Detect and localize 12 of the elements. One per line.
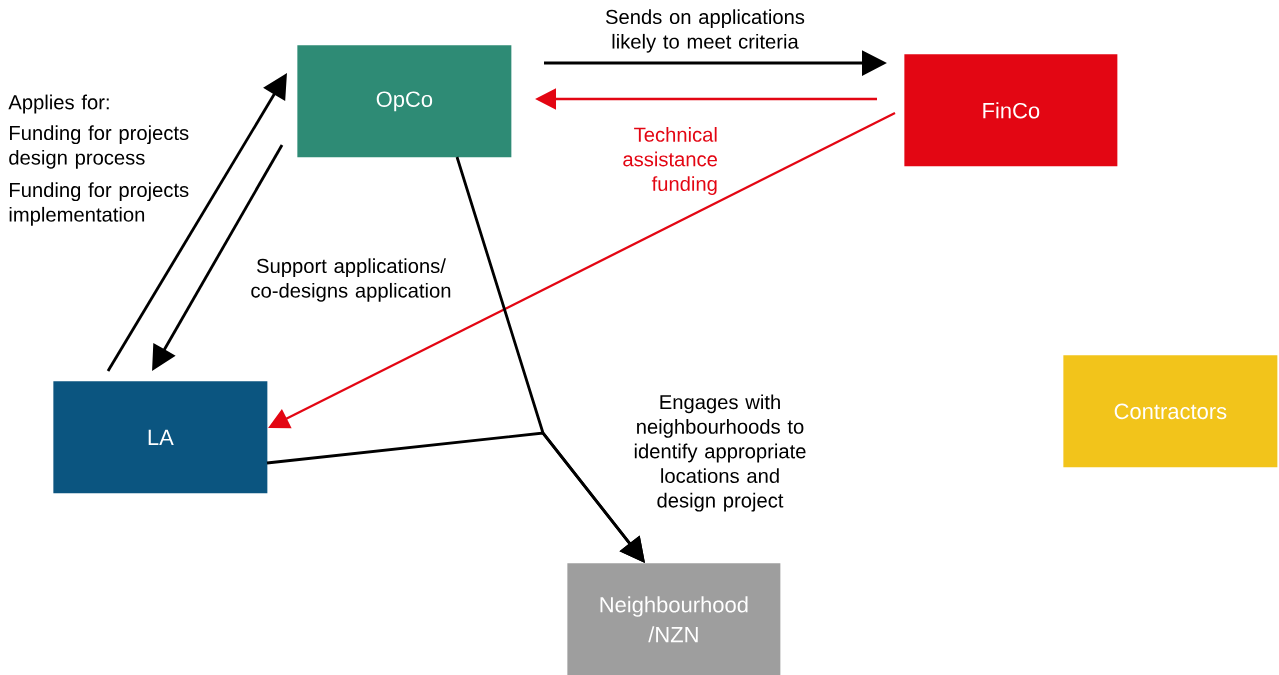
- note-text: Funding for projects design process: [9, 125, 189, 169]
- process-box: FinCo: [904, 54, 1118, 167]
- process-box: LA: [53, 381, 268, 494]
- edge-label: Sends on applications likely to meet criteria: [605, 9, 805, 53]
- edge-label: Support applications/ co-designs application: [251, 258, 451, 302]
- edge-label: Engages with neighbourhoods to identify appropriate locations and design project: [634, 394, 806, 512]
- process-box: OpCo: [297, 45, 512, 158]
- note-text: Applies for:: [8, 94, 109, 114]
- edge-label: Technical assistance funding: [623, 127, 717, 195]
- process-box: Neighbourhood /NZN: [567, 563, 781, 675]
- process-box: Contractors: [1063, 355, 1278, 468]
- note-text: Funding for projects implementation: [9, 182, 189, 226]
